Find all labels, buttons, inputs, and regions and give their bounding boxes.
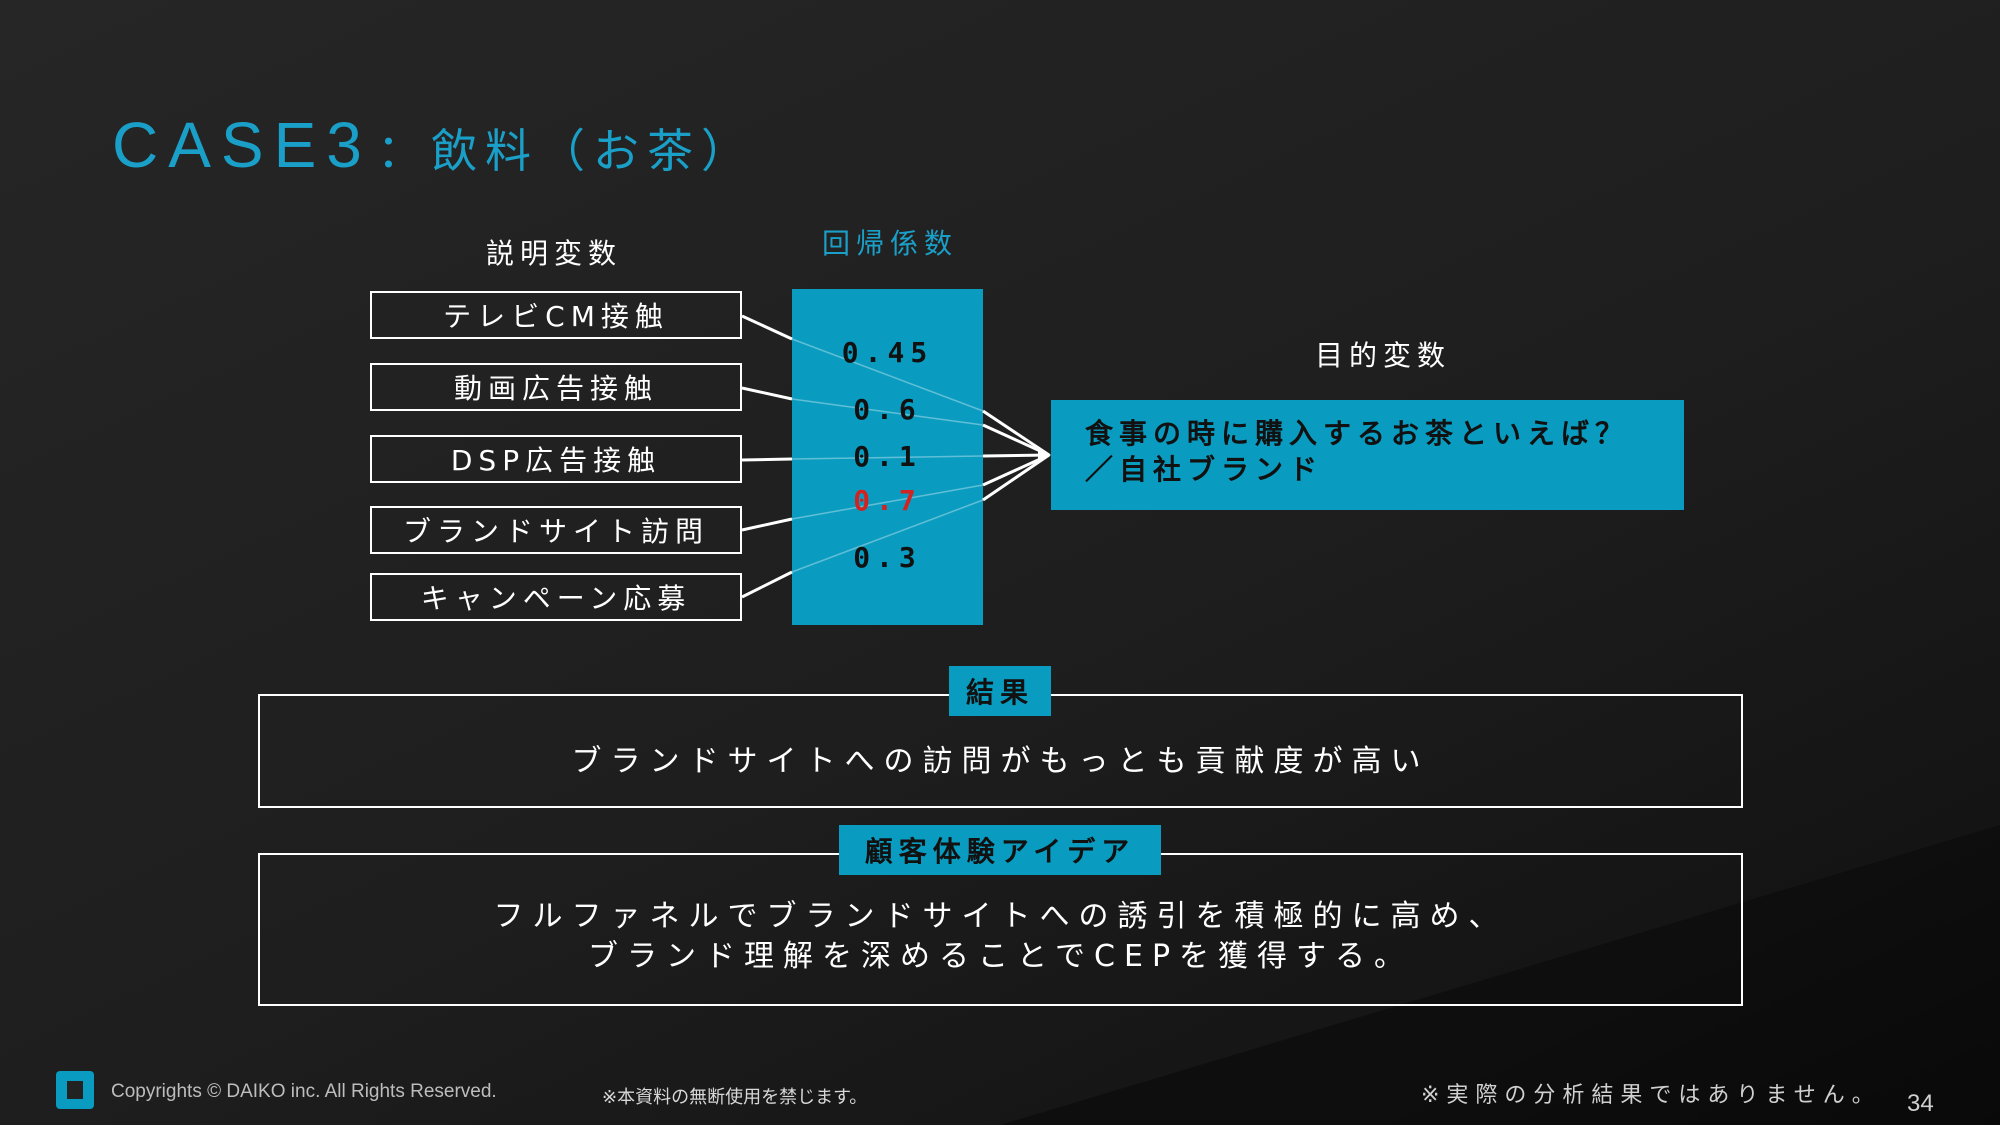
coefficient-video-ad: 0.6 [853, 393, 922, 426]
connector-dsp-outer [741, 457, 793, 462]
disclaimer-text: ※実際の分析結果ではありません。 [1421, 1083, 1881, 1108]
slide-title: CASE3 ：飲料（お茶） [112, 108, 755, 182]
variable-brand-site: ブランドサイト訪問 [370, 506, 742, 554]
target-variable-line1: 食事の時に購入するお茶といえば？ [1085, 417, 1630, 450]
copyright-text: Copyrights © DAIKO inc. All Rights Reser… [111, 1081, 497, 1102]
coefficient-dsp-ad: 0.1 [853, 440, 922, 473]
background-corner-shade [1000, 825, 2000, 1125]
slide-title-subject: ：飲料（お茶） [376, 124, 755, 178]
coefficient-column [792, 289, 983, 625]
connector-site-outer [741, 517, 793, 532]
variable-tv-cm: テレビCM接触 [370, 291, 742, 339]
coefficient-campaign: 0.3 [853, 541, 922, 574]
variable-video-ad: 動画広告接触 [370, 363, 742, 411]
variable-dsp-ad: DSP広告接触 [370, 435, 742, 483]
slide-title-case: CASE3 [112, 109, 372, 181]
regression-coefficient-header: 回帰係数 [822, 227, 959, 260]
coefficient-tv-cm: 0.45 [841, 336, 934, 369]
target-variable-box: 食事の時に購入するお茶といえば？ ／自社ブランド [1051, 400, 1684, 510]
target-variable-line2: ／自社ブランド [1085, 453, 1324, 486]
coefficient-brand-site: 0.7 [853, 484, 922, 517]
idea-text-line1: フルファネルでブランドサイトへの誘引を積極的に高め、 [493, 899, 1508, 934]
idea-text: フルファネルでブランドサイトへの誘引を積極的に高め、 ブランド理解を深めることで… [258, 897, 1743, 977]
idea-tag: 顧客体験アイデア [839, 825, 1161, 875]
usage-notice: ※本資料の無断使用を禁じます。 [602, 1087, 868, 1108]
target-variable-header: 目的変数 [1315, 339, 1452, 372]
page-number: 34 [1907, 1090, 1934, 1117]
daiko-logo-icon [56, 1071, 94, 1109]
variable-campaign: キャンペーン応募 [370, 573, 742, 621]
result-text: ブランドサイトへの訪問がもっとも貢献度が高い [571, 744, 1430, 779]
arrow-head-icon [1038, 446, 1051, 464]
connector-tv-outer [741, 314, 793, 341]
connector-video-outer [741, 386, 793, 401]
explanatory-variables-header: 説明変数 [486, 237, 623, 270]
result-tag: 結果 [949, 666, 1051, 716]
connector-campaign-outer [741, 570, 793, 599]
idea-text-line2: ブランド理解を深めることでCEPを獲得する。 [587, 939, 1414, 974]
